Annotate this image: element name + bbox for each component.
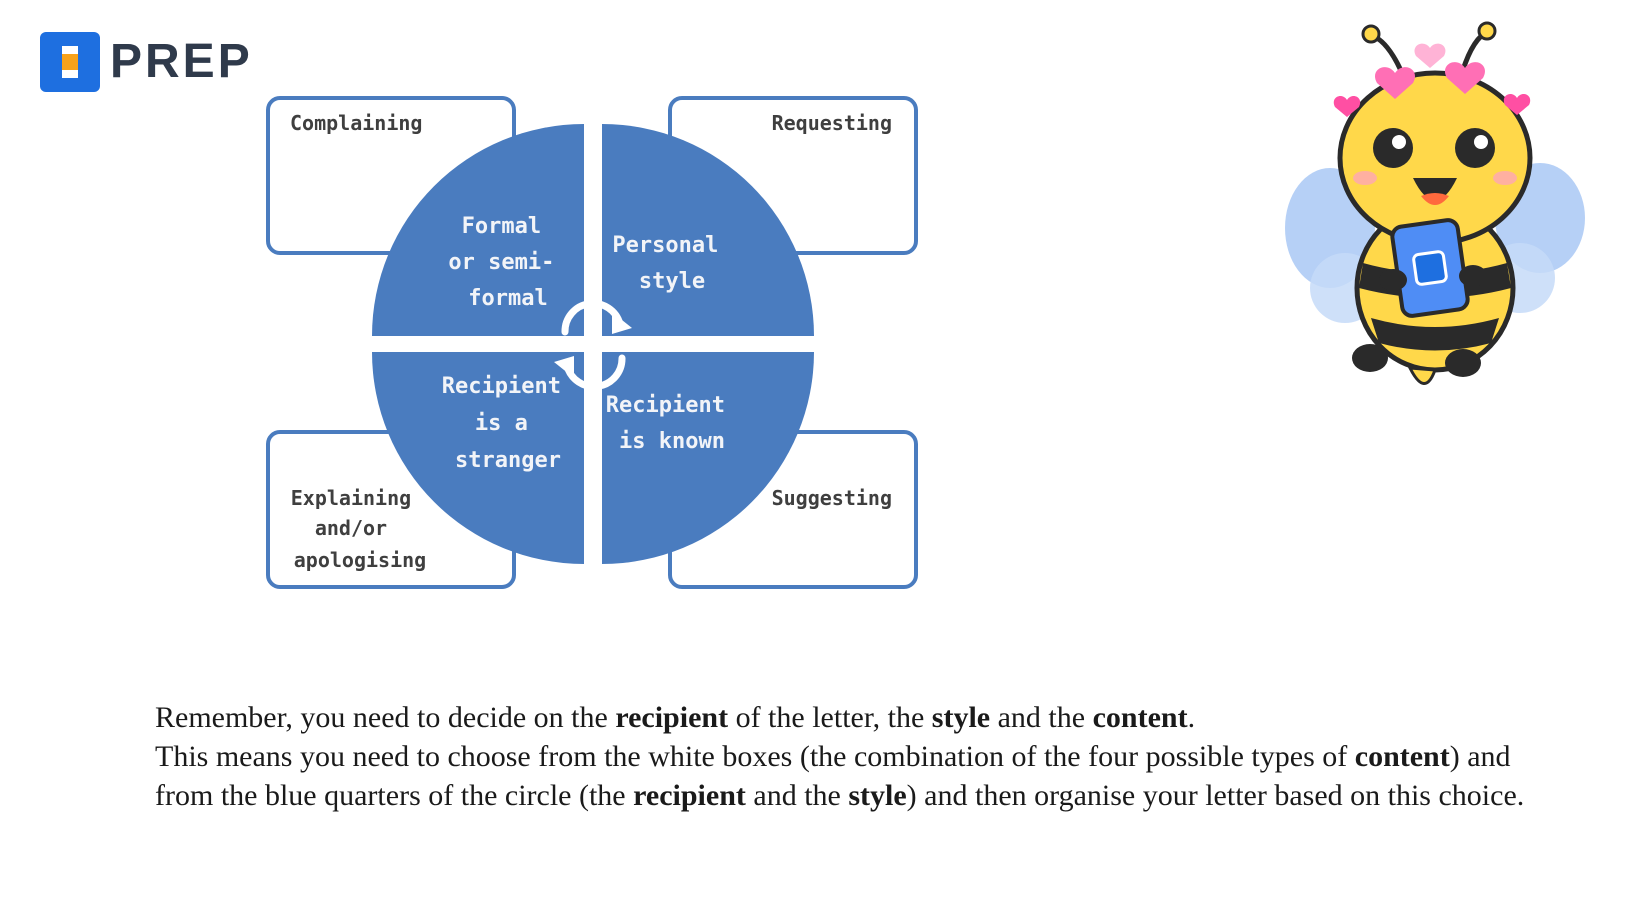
quarter-top-left [372, 124, 584, 336]
quarter-top-right [602, 124, 814, 336]
box-label-top-right: Requesting [772, 111, 892, 135]
box-label-bottom-left: Explaining and/or apologising [291, 486, 426, 572]
quarter-label-top-right: Personal style [612, 233, 731, 294]
prep-logo[interactable]: PREP [40, 32, 253, 92]
quarter-label-top-left: Formal or semi- formal [448, 214, 567, 311]
quarter-label-bottom-left: Recipient is a stranger [442, 374, 574, 473]
box-label-bottom-right: Suggesting [772, 486, 892, 510]
box-label-top-left: Complaining [290, 111, 422, 135]
quarter-bottom-left [372, 352, 584, 564]
prep-logo-icon [40, 32, 100, 92]
cycle-arrows-icon [554, 299, 632, 391]
letter-planning-diagram: Complaining Requesting Explaining and/or… [266, 96, 918, 589]
brand-name: PREP [110, 35, 253, 88]
quarter-bottom-right [602, 352, 814, 564]
bee-mascot-icon [1285, 21, 1585, 385]
instruction-text: Remember, you need to decide on the reci… [155, 698, 1555, 815]
quarter-label-bottom-right: Recipient is known [606, 393, 738, 454]
instruction-paragraph-2: This means you need to choose from the w… [155, 740, 1525, 812]
instruction-line-1: Remember, you need to decide on the reci… [155, 701, 1196, 734]
